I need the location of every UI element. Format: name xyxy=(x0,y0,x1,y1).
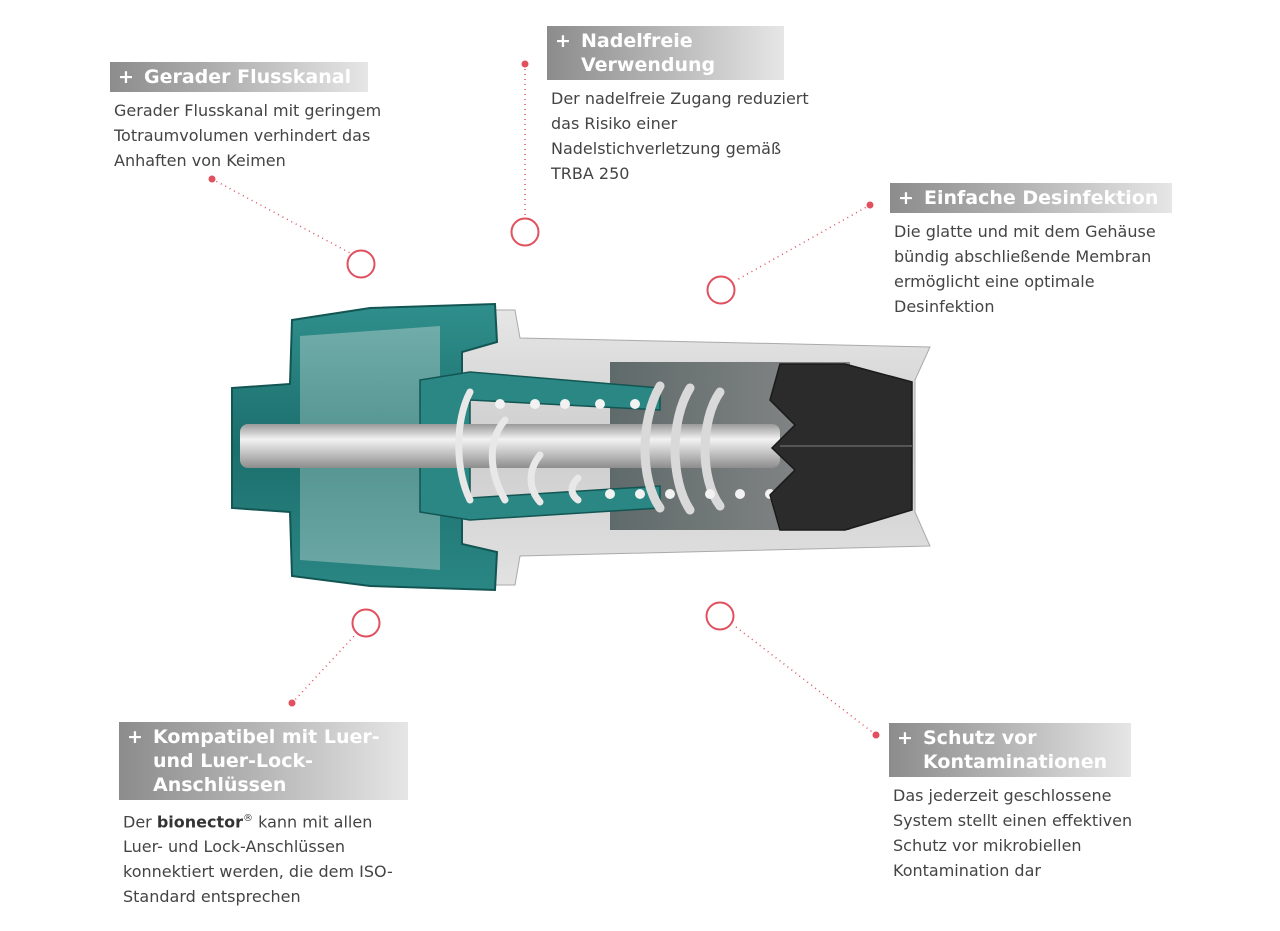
plus-icon: + xyxy=(555,30,571,52)
callout-title: Kompatibel mit Luer- und Luer-Lock-Ansch… xyxy=(153,726,380,796)
callout-flow-channel-title-bar[interactable]: + Gerader Flusskanal xyxy=(110,62,368,92)
callout-title: Nadelfreie Verwendung xyxy=(581,30,716,76)
callout-disinfection-title-bar[interactable]: + Einfache Desinfektion xyxy=(890,183,1172,213)
callout-needle-free-title-bar[interactable]: + Nadelfreie Verwendung xyxy=(547,26,784,80)
callout-description: Gerader Flusskanal mit geringem Totraumv… xyxy=(114,101,382,170)
brand-name: bionector xyxy=(156,812,244,832)
callout-description: Der nadelfreie Zugang reduziert das Risi… xyxy=(551,89,809,183)
hotspot-circles xyxy=(346,217,736,638)
callout-contamination: + Schutz vor Kontaminationen Das jederze… xyxy=(889,723,1189,883)
callout-contamination-title-bar[interactable]: + Schutz vor Kontaminationen xyxy=(889,723,1131,777)
callout-disinfection: + Einfache Desinfektion Die glatte und m… xyxy=(890,183,1190,319)
plus-icon: + xyxy=(898,187,914,209)
callout-title: Schutz vor Kontaminationen xyxy=(923,727,1108,773)
callout-description: Das jederzeit geschlossene System stellt… xyxy=(893,786,1133,880)
description-body: kann mit allen Luer- und Lock-Anschlüsse… xyxy=(123,812,393,907)
spring-dots xyxy=(495,399,775,499)
flow-channel-rod xyxy=(240,424,780,468)
description-prefix: Der xyxy=(123,812,152,832)
plus-icon: + xyxy=(118,66,134,88)
plus-icon: + xyxy=(897,727,913,749)
plus-icon: + xyxy=(127,726,143,748)
callout-flow-channel: + Gerader Flusskanal Gerader Flusskanal … xyxy=(110,62,410,173)
callout-leaders xyxy=(211,64,877,736)
callout-luer-compatible-title-bar[interactable]: + Kompatibel mit Luer- und Luer-Lock-Ans… xyxy=(119,722,408,800)
callout-title: Einfache Desinfektion xyxy=(924,187,1159,209)
leader-dots xyxy=(208,60,880,739)
callout-title: Gerader Flusskanal xyxy=(144,66,352,88)
registered-mark: ® xyxy=(243,813,254,824)
callout-needle-free: + Nadelfreie Verwendung Der nadelfreie Z… xyxy=(547,26,817,186)
callout-description: Die glatte und mit dem Gehäuse bündig ab… xyxy=(894,222,1156,316)
callout-luer-compatible: + Kompatibel mit Luer- und Luer-Lock-Ans… xyxy=(119,722,419,909)
callout-description: Der bionector® kann mit allen Luer- und … xyxy=(119,806,408,909)
